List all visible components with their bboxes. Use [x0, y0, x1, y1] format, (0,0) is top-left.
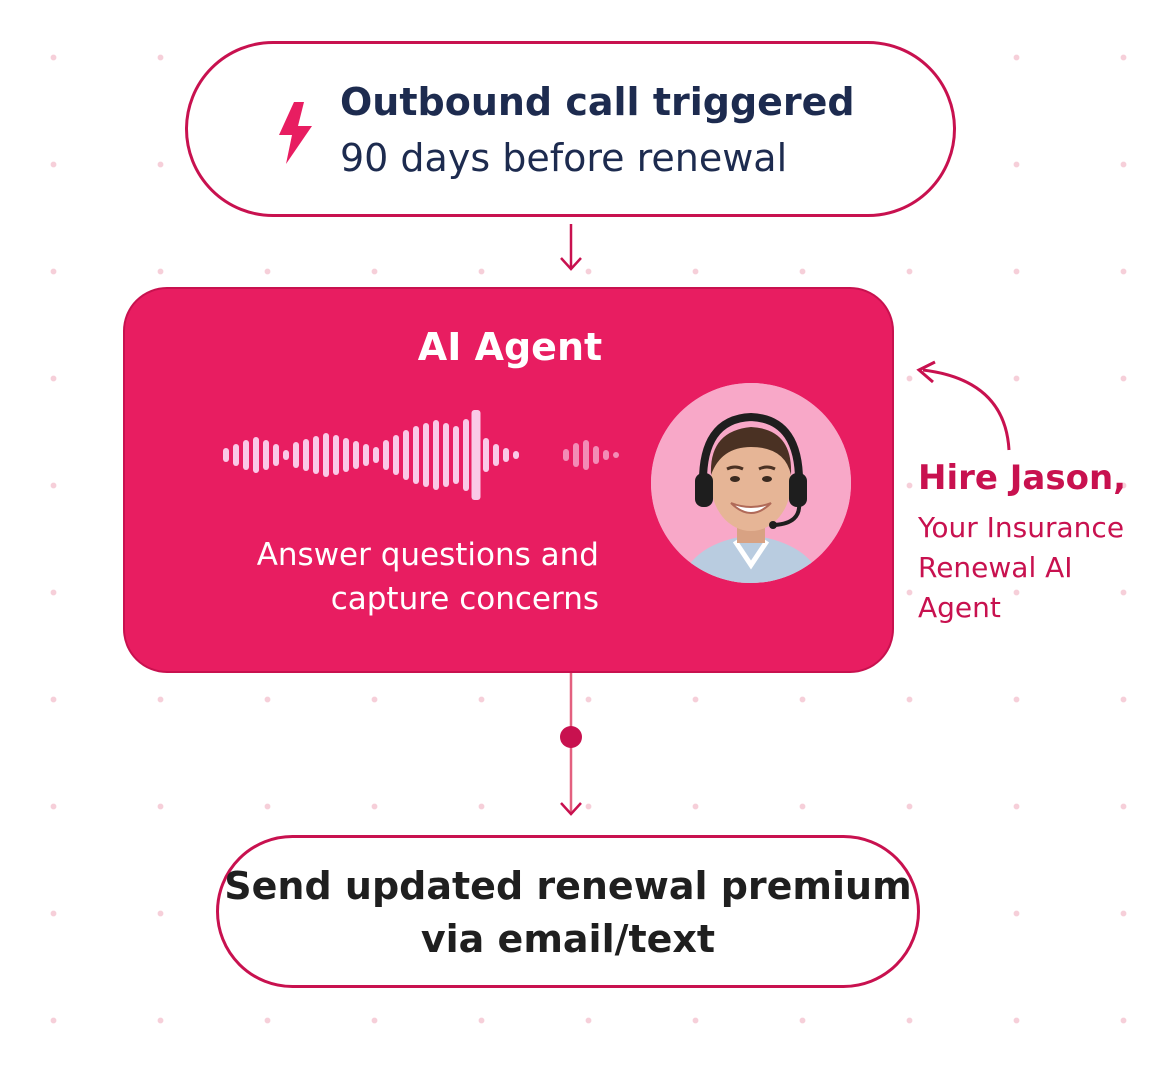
hire-subtitle: Your Insurance Renewal AI Agent	[918, 511, 1125, 624]
waveform-bar	[253, 437, 259, 473]
waveform-bar	[263, 440, 269, 470]
trigger-subtitle: 90 days before renewal	[340, 136, 788, 180]
audio-waveform-icon	[223, 410, 619, 500]
waveform-bar	[463, 419, 469, 491]
connector-line-with-dot	[560, 673, 582, 816]
waveform-bar	[403, 430, 409, 480]
result-step: Send updated renewal premium via email/t…	[216, 835, 920, 988]
waveform-bar	[223, 448, 229, 462]
agent-description: Answer questions and capture concerns	[256, 537, 599, 617]
agent-avatar-with-headset	[651, 383, 851, 583]
waveform-bar	[603, 450, 609, 460]
waveform-bar	[423, 423, 429, 487]
agent-avatar	[651, 383, 851, 583]
waveform-bar	[393, 435, 399, 475]
waveform-bar	[323, 433, 329, 477]
waveform-bar	[343, 438, 349, 472]
waveform-bar	[233, 444, 239, 466]
hire-title: Hire Jason,	[918, 458, 1127, 498]
waveform-bar	[283, 450, 289, 460]
waveform-bar	[333, 435, 339, 475]
waveform-bar	[563, 449, 569, 461]
agent-title: AI Agent	[417, 325, 603, 369]
waveform-bar	[363, 444, 369, 466]
waveform-bar	[303, 439, 309, 471]
waveform-bar	[573, 443, 579, 467]
waveform-bar	[613, 452, 619, 458]
waveform-bar	[443, 423, 449, 487]
waveform-bar	[583, 440, 589, 470]
trigger-title: Outbound call triggered	[340, 80, 855, 124]
waveform-bar	[433, 420, 439, 490]
connector-arrow-down	[560, 224, 582, 271]
waveform-bar	[273, 444, 279, 466]
waveform-bar	[483, 438, 489, 472]
waveform-bar	[373, 447, 379, 463]
ai-agent-card: AI Agent Answer questions and capture co…	[123, 287, 894, 673]
waveform-bar	[313, 436, 319, 474]
waveform-bar	[513, 451, 519, 459]
waveform-bar	[413, 426, 419, 484]
waveform-bar	[353, 441, 359, 469]
waveform-bar	[471, 410, 481, 500]
waveform-bar	[383, 440, 389, 470]
waveform-bar	[503, 448, 509, 462]
waveform-bar	[243, 440, 249, 470]
lightning-bolt-icon	[279, 102, 312, 164]
waveform-bar	[293, 442, 299, 468]
trigger-step: Outbound call triggered 90 days before r…	[185, 41, 956, 217]
waveform-bar	[453, 426, 459, 484]
waveform-bar	[493, 444, 499, 466]
result-text: Send updated renewal premium via email/t…	[224, 864, 912, 961]
waveform-bar	[593, 446, 599, 464]
curved-arrow-icon	[916, 360, 1011, 451]
